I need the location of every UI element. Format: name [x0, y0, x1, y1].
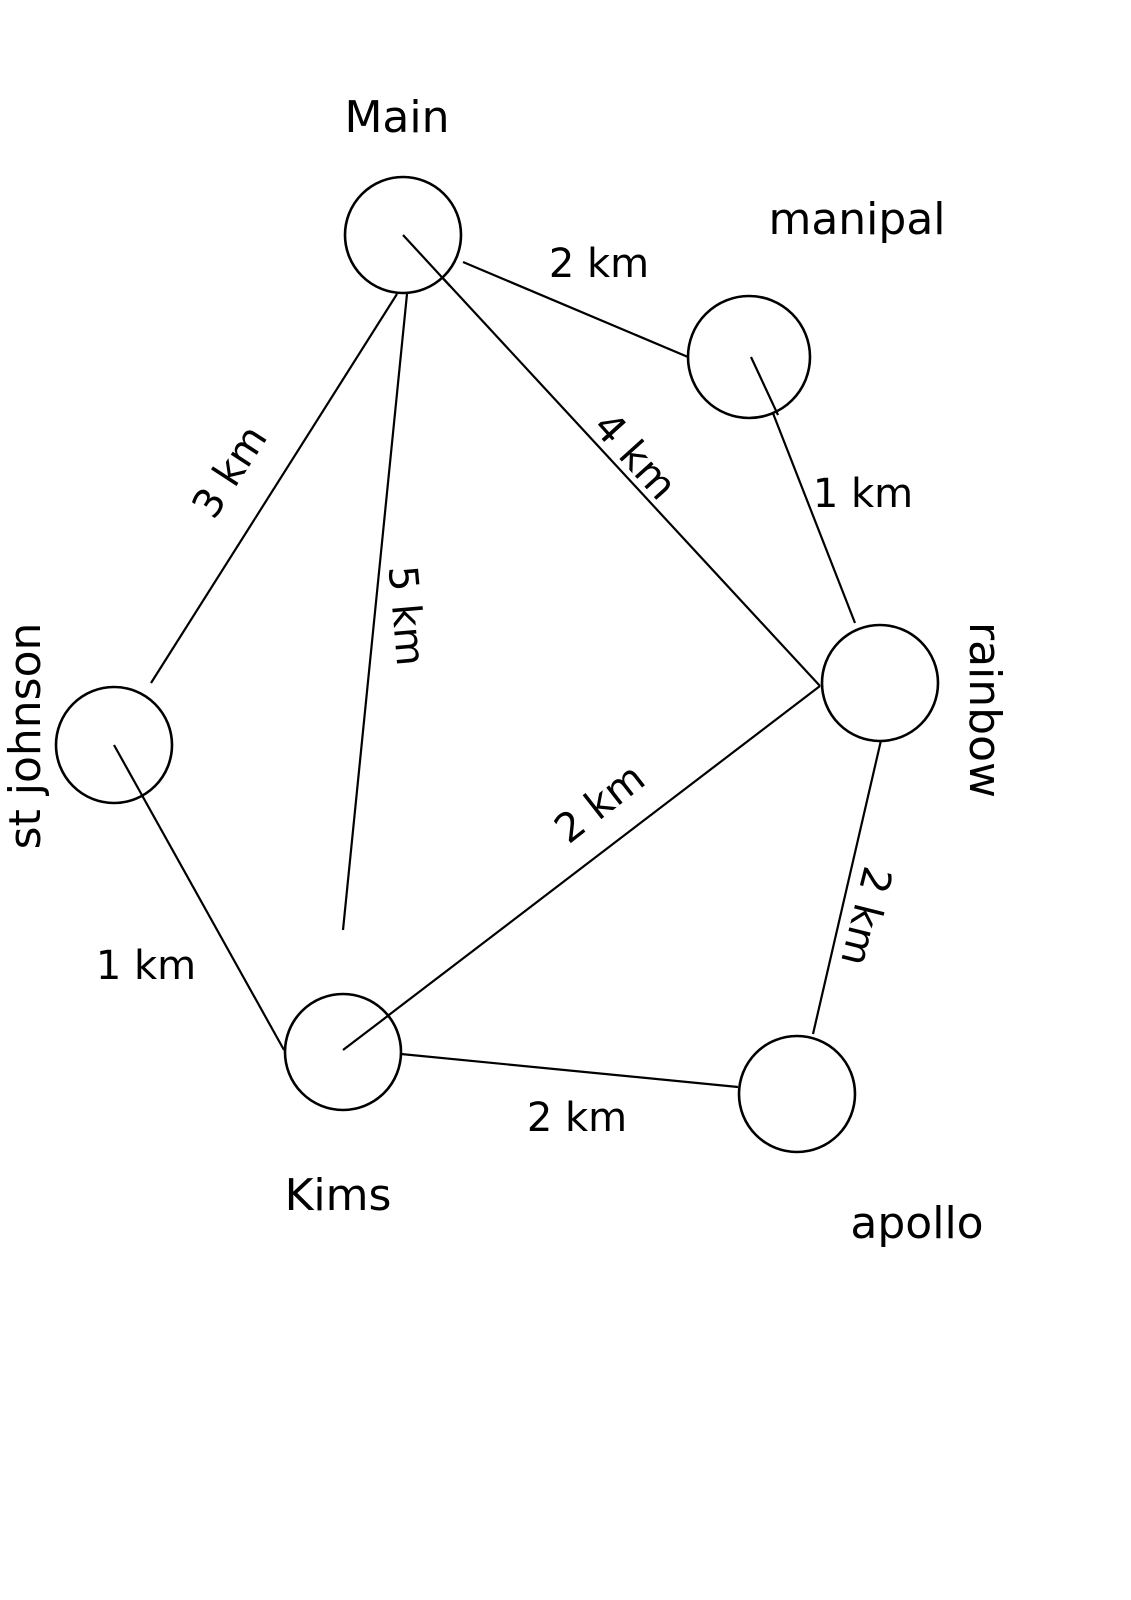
- edge-label-kims-rainbow: 2 km: [546, 755, 653, 853]
- node-label-manipal: manipal: [768, 194, 945, 245]
- node-label-main: Main: [344, 92, 449, 143]
- edge-label-rainbow-apollo: 2 km: [831, 862, 900, 970]
- edge-label-st-johnson-kims: 1 km: [96, 943, 196, 989]
- edge-kims-rainbow: [342, 685, 821, 1051]
- edge-kims-rainbow-inner: [342, 1014, 390, 1051]
- node-manipal: [686, 294, 812, 420]
- edge-st-johnson-kims-inner: [113, 744, 144, 798]
- edge-label-main-st-johnson: 3 km: [183, 417, 276, 526]
- edge-label-main-manipal: 2 km: [549, 241, 649, 287]
- edge-label-main-kims: 5 km: [379, 564, 434, 668]
- edge-main-rainbow: [402, 234, 821, 687]
- node-rainbow: [820, 623, 940, 743]
- edge-label-main-rainbow: 4 km: [584, 404, 685, 509]
- node-labels: Main manipal st johnson rainbow Kims apo…: [0, 92, 1010, 1249]
- edge-label-kims-apollo: 2 km: [527, 1095, 627, 1141]
- node-label-rainbow: rainbow: [959, 622, 1010, 798]
- edge-main-kims: [341, 293, 409, 931]
- node-kims: [283, 992, 403, 1112]
- edge-manipal-rainbow-inner: [750, 356, 779, 416]
- node-label-apollo: apollo: [850, 1198, 983, 1249]
- edge-main-manipal: [462, 260, 689, 359]
- edge-main-rainbow-inner: [402, 234, 451, 287]
- edge-rainbow-apollo: [811, 735, 884, 1035]
- node-apollo: [737, 1034, 857, 1154]
- edge-main-st-johnson: [150, 293, 398, 684]
- node-label-st-johnson: st johnson: [0, 623, 51, 850]
- edge-kims-apollo: [400, 1052, 739, 1089]
- nodes: [54, 175, 940, 1154]
- node-label-kims: Kims: [285, 1170, 392, 1221]
- edge-label-manipal-rainbow: 1 km: [813, 471, 913, 517]
